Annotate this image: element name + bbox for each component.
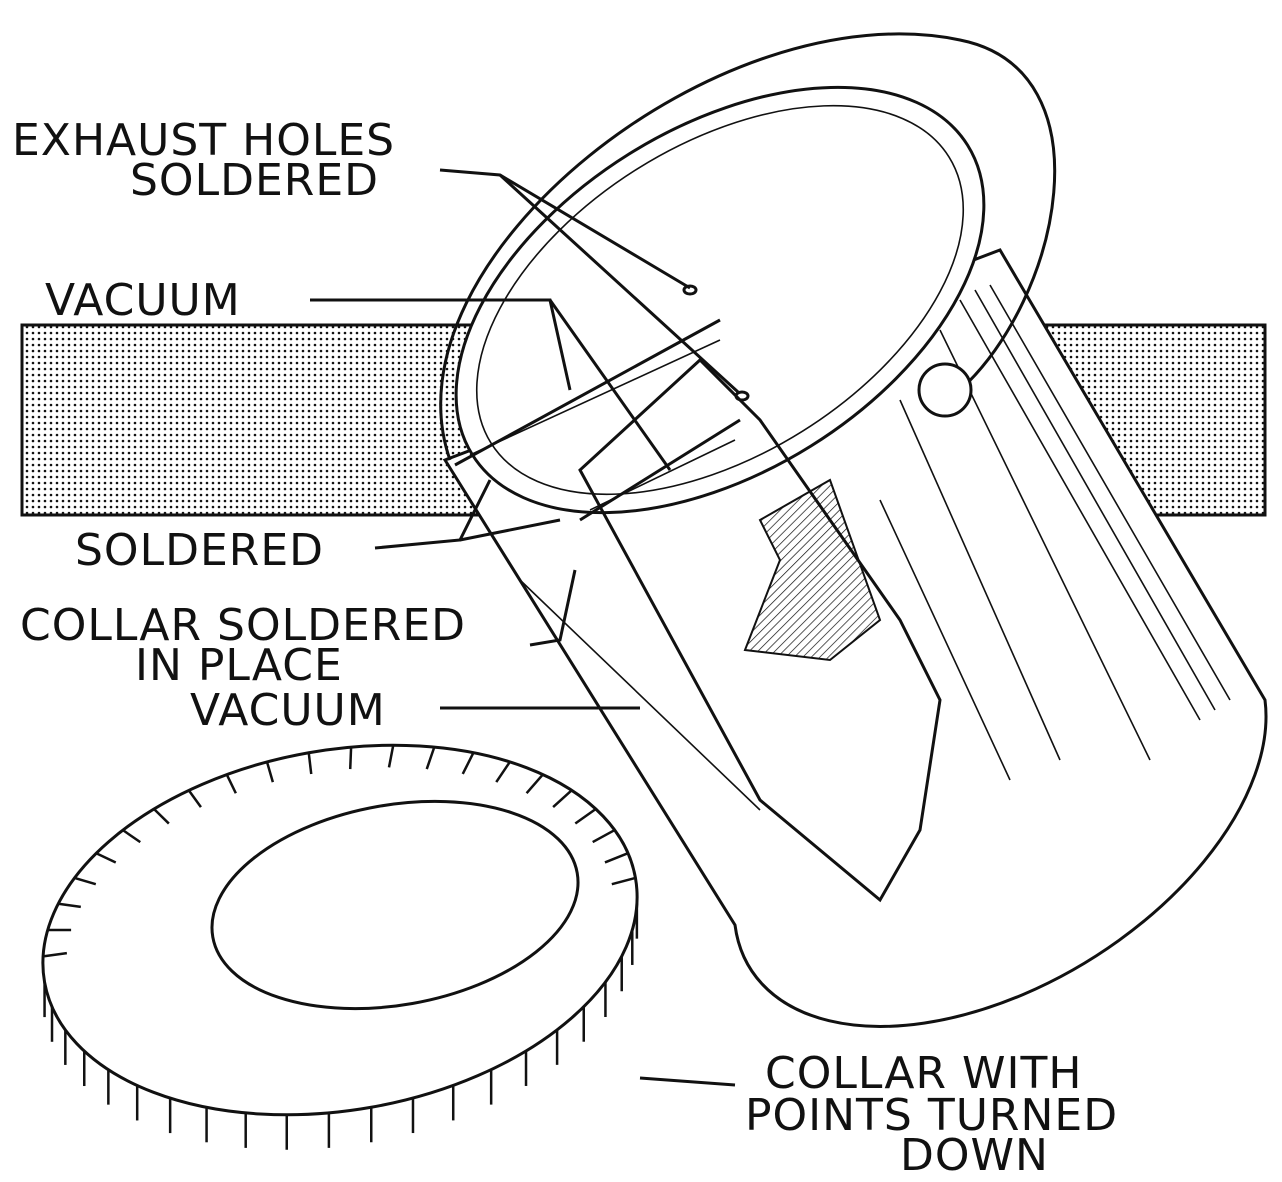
collar-tooth <box>348 747 353 770</box>
label-exhaust-holes: EXHAUST HOLES <box>12 115 395 166</box>
collar-tooth <box>574 807 597 825</box>
label-collar-soldered: COLLAR SOLDERED <box>20 600 466 651</box>
collar-tooth <box>58 902 81 909</box>
collar-tooth <box>307 752 313 775</box>
collar-tooth <box>525 773 544 795</box>
label-vacuum-top: VACUUM <box>45 275 241 326</box>
collar-tooth <box>495 761 511 783</box>
collar-tooth <box>552 789 573 809</box>
collar-tooth <box>95 852 117 864</box>
collar-tooth <box>611 876 636 886</box>
collar-tooth <box>42 951 68 958</box>
collar-tooth <box>74 876 97 886</box>
leader-lines <box>310 168 740 1087</box>
label-points-turned: POINTS TURNED <box>745 1090 1118 1141</box>
collar-tooth <box>387 745 395 768</box>
collar-tooth <box>153 808 170 825</box>
collar-tooth <box>187 789 202 808</box>
toothed-collar <box>41 743 639 1150</box>
collar-tooth <box>604 852 629 864</box>
collar-tooth <box>425 746 436 770</box>
collar-tooth <box>225 774 237 794</box>
label-in-place: IN PLACE <box>135 640 343 691</box>
label-down: DOWN <box>900 1130 1049 1181</box>
label-soldered: SOLDERED <box>75 525 324 576</box>
label-collar-with: COLLAR WITH <box>765 1048 1083 1099</box>
collar-tooth <box>122 829 141 844</box>
collar-tooth <box>265 761 275 783</box>
label-vacuum-bottom: VACUUM <box>190 685 386 736</box>
label-exhaust-soldered: SOLDERED <box>130 155 379 206</box>
collar-tooth <box>592 828 616 844</box>
collar-tooth <box>461 752 475 775</box>
